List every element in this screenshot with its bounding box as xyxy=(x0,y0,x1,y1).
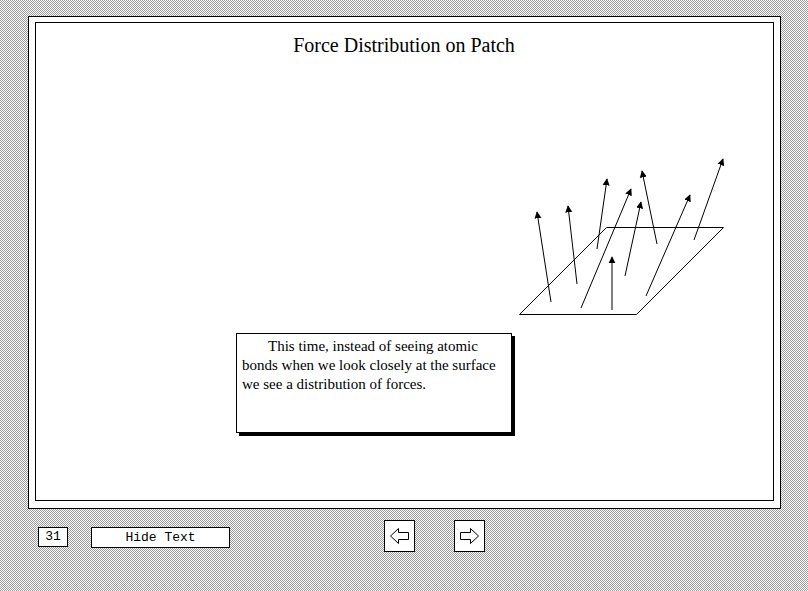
next-button xyxy=(455,521,485,552)
right-arrow-icon xyxy=(461,529,479,544)
hide-text-button: Hide Text xyxy=(91,527,230,548)
card-inner-frame xyxy=(36,23,774,501)
back-button xyxy=(385,521,415,552)
card-title: Force Distribution on Patch xyxy=(36,34,772,57)
node-text: 31 xyxy=(42,529,64,545)
force-patch xyxy=(520,159,724,315)
nav-buttons xyxy=(385,521,485,552)
node-text: This time, instead of seeing atomic bond… xyxy=(242,337,503,394)
force-arrows xyxy=(537,159,723,310)
surface-patch xyxy=(520,228,724,315)
left-arrow-icon xyxy=(391,529,409,544)
card-outer-frame xyxy=(29,17,781,509)
card-number: 31 xyxy=(38,527,68,547)
text-callout: This time, instead of seeing atomic bond… xyxy=(236,333,512,433)
node-text: Hide Text xyxy=(96,529,225,546)
